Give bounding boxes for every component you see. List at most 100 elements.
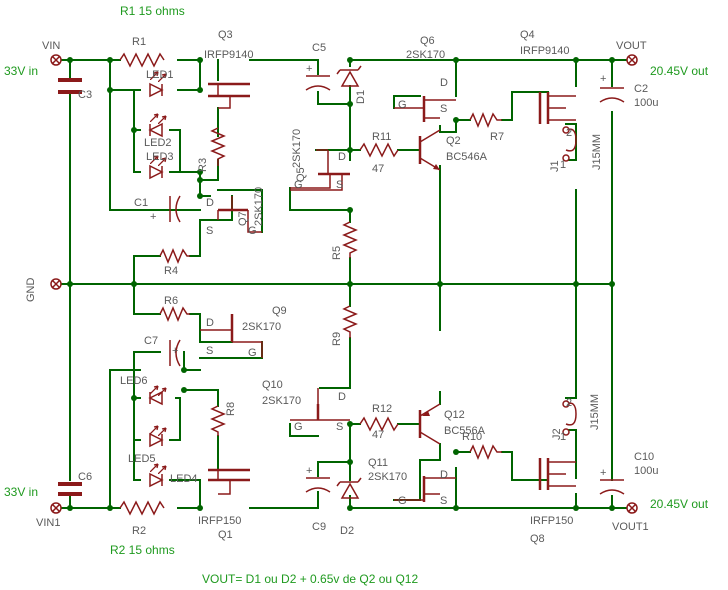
q3-label: Q3 [218, 29, 233, 41]
q1-type: IRFP150 [198, 515, 241, 527]
pin-label: G [398, 495, 407, 507]
pin-label: G [248, 347, 257, 359]
capacitor-symbols [58, 75, 625, 496]
r9-symbol [342, 305, 358, 338]
r3-label: R3 [197, 158, 209, 172]
c2-value: 100u [634, 97, 658, 109]
q8-type: IRFP150 [530, 515, 573, 527]
pin-label: S [336, 421, 343, 433]
wires [55, 59, 631, 509]
r4-label: R4 [164, 265, 178, 277]
led5-label: LED5 [128, 453, 156, 465]
diode-symbols [336, 65, 362, 499]
r12-label: R12 [372, 403, 392, 415]
pin-label: S [206, 225, 213, 237]
terminal-symbols [50, 54, 638, 514]
r2-note: R2 15 ohms [110, 543, 175, 557]
pin-label: D [338, 391, 346, 403]
r4-symbol [159, 248, 190, 264]
q11-type: 2SK170 [368, 471, 407, 483]
q10-label: Q10 [262, 379, 283, 391]
c10-label: C10 [634, 451, 654, 463]
resistor-symbols [119, 52, 502, 516]
plus-label: + [306, 465, 312, 477]
pin-label: S [336, 179, 343, 191]
r6-symbol [159, 306, 190, 322]
plus-label: + [600, 467, 606, 479]
part-labels: R1 R2 R3 R4 R5 R6 R7 R8 R9 R10 R11 47 R1… [78, 29, 658, 545]
q7-type: 2SK170 [253, 187, 265, 226]
r10-label: R10 [462, 431, 482, 443]
vin1-label: VIN1 [36, 517, 60, 529]
r11-symbol [359, 142, 399, 158]
j1-label: J1 [549, 160, 561, 172]
q3-type: IRFP9140 [204, 49, 254, 61]
led4-label: LED4 [170, 473, 198, 485]
r5-symbol [342, 221, 358, 258]
pin-labels: D S G D S G D S G D S G D S G D S G 2 1 … [150, 63, 606, 507]
led6-label: LED6 [120, 375, 148, 387]
q2-type: BC546A [446, 151, 488, 163]
q6-label: Q6 [420, 35, 435, 47]
r8-symbol [210, 405, 226, 436]
pin-label: 1 [560, 159, 566, 171]
led-symbols [148, 71, 167, 488]
pin-label: S [440, 103, 447, 115]
q1-label: Q1 [218, 529, 233, 541]
vout-note: VOUT= D1 ou D2 + 0.65v de Q2 ou Q12 [202, 572, 418, 586]
d2-label: D2 [340, 525, 354, 537]
r6-label: R6 [164, 295, 178, 307]
r11-value: 47 [372, 163, 384, 175]
q5-type: 2SK170 [291, 129, 303, 168]
q9-type: 2SK170 [242, 321, 281, 333]
r5-label: R5 [331, 246, 343, 260]
r7-symbol [469, 112, 502, 128]
pin-label: G [294, 421, 303, 433]
c6-label: C6 [78, 471, 92, 483]
pin-label: 2 [566, 397, 572, 409]
plus-label: + [306, 63, 312, 75]
r1-label: R1 [132, 36, 146, 48]
plus-label: + [150, 211, 156, 223]
r8-label: R8 [225, 402, 237, 416]
jfet-symbols [200, 96, 456, 502]
c1-label: C1 [134, 197, 148, 209]
terminal-labels: VIN VIN1 GND VOUT VOUT1 [25, 40, 649, 533]
led3-label: LED3 [146, 151, 174, 163]
j2-label: J2 [551, 428, 563, 440]
led2-label: LED2 [144, 137, 172, 149]
vin-label: VIN [42, 40, 60, 52]
r11-label: R11 [372, 131, 391, 143]
input-label-bottom: 33V in [4, 485, 38, 499]
pin-label: G [398, 99, 407, 111]
pin-label: D [338, 151, 346, 163]
c2-label: C2 [634, 83, 648, 95]
jumper-symbols [562, 126, 577, 436]
output-label-bottom: 20.45V out [650, 497, 709, 511]
plus-label: + [172, 345, 178, 357]
input-label-top: 33V in [4, 64, 38, 78]
q4-type: IRFP9140 [520, 45, 570, 57]
pin-label: D [206, 317, 214, 329]
q7-label: Q7 [237, 211, 249, 226]
r1-symbol [119, 52, 165, 68]
q4-label: Q4 [520, 29, 535, 41]
d1-label: D1 [355, 90, 367, 104]
pin-label: G [248, 225, 257, 237]
q2-label: Q2 [446, 135, 461, 147]
led1-label: LED1 [146, 69, 174, 81]
q12-type: BC556A [444, 425, 486, 437]
c5-label: C5 [312, 42, 326, 54]
q10-type: 2SK170 [262, 395, 301, 407]
r7-label: R7 [490, 131, 504, 143]
c3-label: C3 [78, 89, 92, 101]
c9-label: C9 [312, 521, 326, 533]
gnd-label: GND [25, 278, 37, 303]
mosfet-symbols [208, 82, 576, 495]
j2-type: J15MM [589, 394, 601, 430]
pin-label: S [440, 495, 447, 507]
c10-value: 100u [634, 465, 658, 477]
r10-symbol [469, 444, 502, 460]
c7-label: C7 [144, 335, 158, 347]
vout-label: VOUT [616, 40, 647, 52]
